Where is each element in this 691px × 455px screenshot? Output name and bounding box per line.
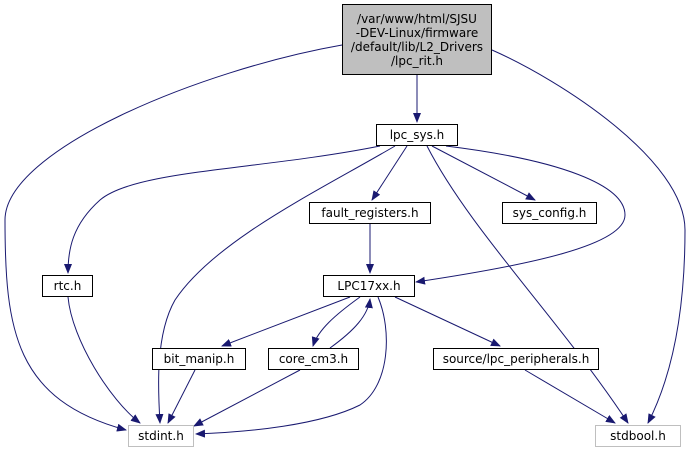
edge-lpc-sys-to-fault-registers: [371, 145, 408, 201]
node-sys-config-h[interactable]: sys_config.h: [502, 202, 597, 224]
edge-lpc-sys-to-rtc: [64, 145, 381, 274]
node-bit-manip-h[interactable]: bit_manip.h: [152, 348, 246, 370]
node-lpc-rit-h-root: /var/www/html/SJSU -DEV-Linux/firmware /…: [342, 4, 492, 75]
node-root-label: /var/www/html/SJSU -DEV-Linux/firmware /…: [350, 11, 484, 68]
node-stdbool-label: stdbool.h: [610, 429, 666, 443]
node-fault-registers-label: fault_registers.h: [321, 206, 419, 220]
edge-lpc-sys-to-stdbool: [426, 145, 629, 424]
node-lpc17xx-label: LPC17xx.h: [337, 279, 401, 293]
edge-lpc-peripherals-to-stdbool: [524, 369, 616, 424]
node-lpc17xx-h[interactable]: LPC17xx.h: [323, 275, 415, 297]
node-lpc-peripherals-label: source/lpc_peripherals.h: [442, 352, 590, 366]
node-stdint-label: stdint.h: [138, 429, 184, 443]
edge-lpc17xx-to-bit-manip: [221, 296, 351, 347]
node-core-cm3-label: core_cm3.h: [278, 352, 349, 366]
node-lpc-sys-label: lpc_sys.h: [389, 128, 445, 142]
node-stdbool-h: stdbool.h: [595, 425, 681, 447]
node-bit-manip-label: bit_manip.h: [163, 352, 235, 366]
edge-core-cm3-to-stdint: [193, 369, 301, 427]
node-fault-registers-h[interactable]: fault_registers.h: [309, 202, 431, 224]
edge-root-to-stdbool: [491, 49, 686, 424]
node-lpc-peripherals-h[interactable]: source/lpc_peripherals.h: [433, 348, 599, 370]
node-core-cm3-h[interactable]: core_cm3.h: [268, 348, 359, 370]
edge-root-to-stdint: [4, 44, 343, 432]
edge-lpc17xx-to-lpc-peripherals: [394, 296, 501, 347]
edge-bit-manip-to-stdint: [167, 369, 196, 424]
node-lpc-sys-h[interactable]: lpc_sys.h: [376, 124, 458, 146]
edge-rtc-to-stdint: [67, 296, 141, 424]
node-rtc-label: rtc.h: [53, 279, 82, 293]
edge-lpc-sys-to-lpc17xx: [415, 145, 626, 285]
node-sys-config-label: sys_config.h: [512, 206, 587, 220]
node-stdint-h: stdint.h: [128, 425, 194, 447]
edge-lpc17xx-to-core-cm3: [311, 296, 361, 347]
edge-lpc-sys-to-stdint: [155, 145, 396, 424]
edge-core-cm3-to-lpc17xx: [329, 298, 373, 349]
node-rtc-h[interactable]: rtc.h: [42, 275, 93, 297]
edge-lpc-sys-to-sys-config: [431, 145, 536, 201]
edge-lpc17xx-to-stdint: [195, 296, 387, 438]
